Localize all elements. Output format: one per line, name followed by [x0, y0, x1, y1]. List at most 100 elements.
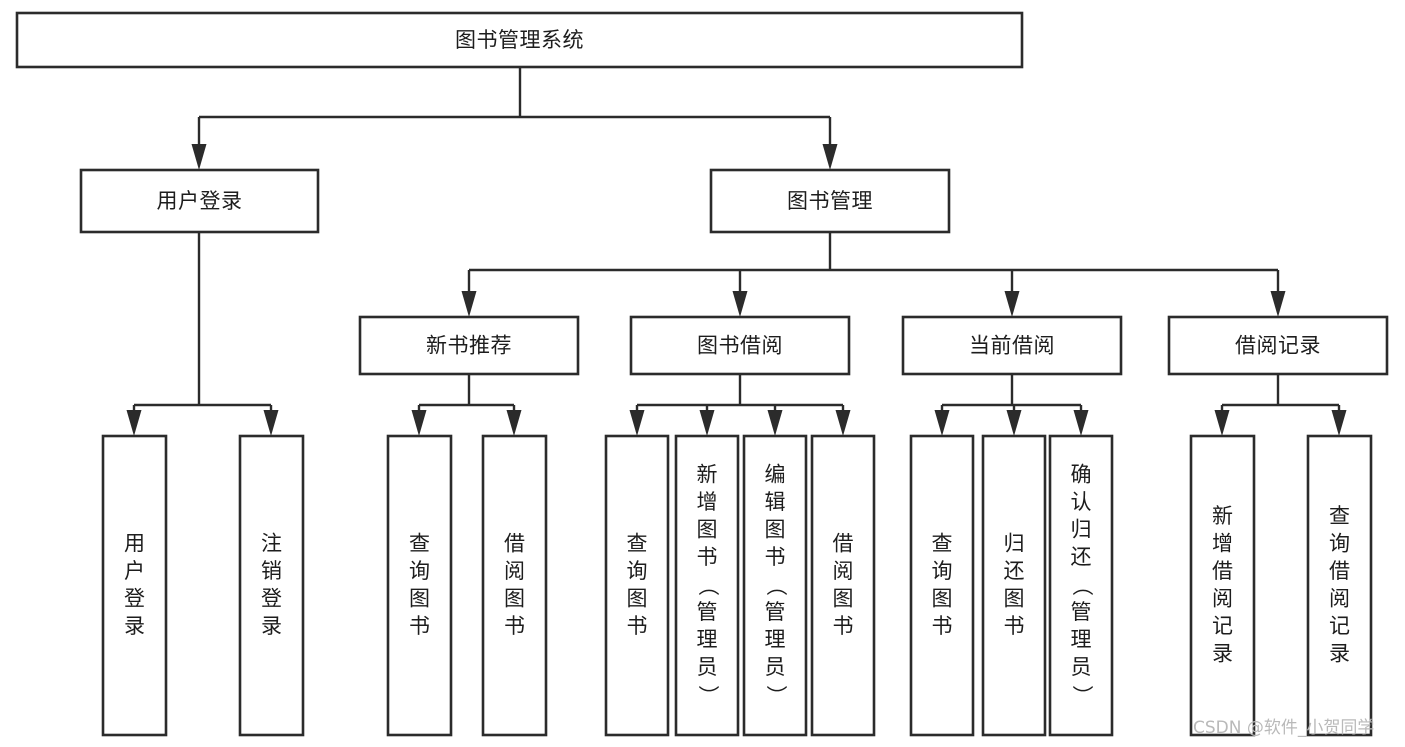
node-bookmgmt[interactable]: 图书管理 [709, 168, 951, 234]
node-box[interactable] [1189, 434, 1256, 737]
node-label-char: 书 [504, 614, 525, 638]
node-label: 图书管理系统 [455, 28, 584, 52]
node-label-char: 记 [1329, 614, 1350, 638]
node-label-char: 书 [1004, 614, 1025, 638]
node-records[interactable]: 借阅记录 [1167, 315, 1389, 376]
node-label-char: 编 [765, 463, 786, 487]
node-label-char: 阅 [1329, 586, 1350, 610]
node-label-char: 员 [765, 655, 786, 679]
node-box[interactable] [604, 434, 670, 737]
node-label-char: 阅 [833, 559, 854, 583]
node-login[interactable]: 用户登录 [79, 168, 320, 234]
node-box[interactable] [810, 434, 876, 737]
node-label-char: 归 [1071, 518, 1092, 542]
node-label-char: 查 [932, 531, 953, 555]
node-label-char: 图 [627, 586, 648, 610]
connector-bus-records [1214, 374, 1347, 436]
node-box[interactable] [674, 434, 740, 737]
node-label-char: 书 [697, 545, 718, 569]
node-label: 新书推荐 [426, 334, 512, 358]
node-box[interactable] [981, 434, 1047, 737]
connector-bus-newbook [411, 374, 522, 436]
connector-bus-borrow [629, 374, 851, 436]
node-label: 图书借阅 [697, 334, 783, 358]
node-box[interactable] [101, 434, 168, 737]
node-label-char: 注 [261, 531, 282, 555]
node-label-char: 书 [833, 614, 854, 638]
arrow-head-icon [1073, 410, 1089, 436]
node-borrow[interactable]: 图书借阅 [629, 315, 851, 376]
node-label-char: 图 [1004, 586, 1025, 610]
node-label-char: 认 [1071, 490, 1092, 514]
node-label-char: 借 [1329, 559, 1350, 583]
node-current[interactable]: 当前借阅 [901, 315, 1123, 376]
node-label-char: 询 [409, 559, 430, 583]
node-label-char: 录 [124, 614, 145, 638]
arrow-head-icon [461, 291, 477, 317]
node-label-char: 增 [1212, 531, 1233, 555]
node-label: 用户登录 [157, 189, 243, 213]
node-label-char: 理 [697, 628, 718, 652]
node-box[interactable] [742, 434, 808, 737]
node-box[interactable] [1167, 315, 1389, 376]
arrow-head-icon [191, 144, 207, 170]
node-label-char: 还 [1004, 559, 1025, 583]
node-label-char: 新 [1212, 504, 1233, 528]
node-label-char: 管 [1071, 600, 1092, 624]
node-box[interactable] [1048, 434, 1114, 737]
node-box[interactable] [629, 315, 851, 376]
node-label: 借阅记录 [1235, 334, 1321, 358]
connector-bus-root [191, 67, 838, 170]
node-label-char: 增 [697, 490, 718, 514]
node-label-char: 管 [765, 600, 786, 624]
node-label-char: 登 [124, 586, 145, 610]
node-box[interactable] [386, 434, 453, 737]
node-box[interactable] [909, 434, 975, 737]
node-boxes-group: 图书管理系统用户登录图书管理新书推荐图书借阅当前借阅借阅记录用户登录注销登录查询… [15, 11, 1389, 737]
connector-bus-bookmgmt [461, 232, 1286, 317]
node-label-char: 阅 [504, 559, 525, 583]
node-label-char: 阅 [1212, 586, 1233, 610]
connector-bus-current [934, 374, 1089, 436]
node-box[interactable] [238, 434, 305, 737]
node-label-char: 借 [504, 531, 525, 555]
arrow-head-icon [732, 291, 748, 317]
node-box[interactable] [1306, 434, 1373, 737]
arrow-head-icon [629, 410, 645, 436]
node-box[interactable] [481, 434, 548, 737]
arrow-head-icon [835, 410, 851, 436]
node-label-char: ） [1070, 685, 1094, 706]
arrow-head-icon [934, 410, 950, 436]
node-box[interactable] [15, 11, 1024, 69]
node-label-char: 新 [697, 463, 718, 487]
node-label-char: （ [696, 575, 720, 596]
node-label-char: 员 [697, 655, 718, 679]
node-box[interactable] [901, 315, 1123, 376]
node-leaf-1[interactable]: 用户登录 [101, 434, 168, 737]
node-label-char: 借 [833, 531, 854, 555]
node-label-char: 图 [765, 518, 786, 542]
arrow-head-icon [1006, 410, 1022, 436]
node-label-char: 记 [1212, 614, 1233, 638]
node-box[interactable] [79, 168, 320, 234]
node-label-char: 查 [1329, 504, 1350, 528]
arrow-head-icon [263, 410, 279, 436]
node-root[interactable]: 图书管理系统 [15, 11, 1024, 69]
node-newbook[interactable]: 新书推荐 [358, 315, 580, 376]
node-box[interactable] [709, 168, 951, 234]
node-box[interactable] [358, 315, 580, 376]
